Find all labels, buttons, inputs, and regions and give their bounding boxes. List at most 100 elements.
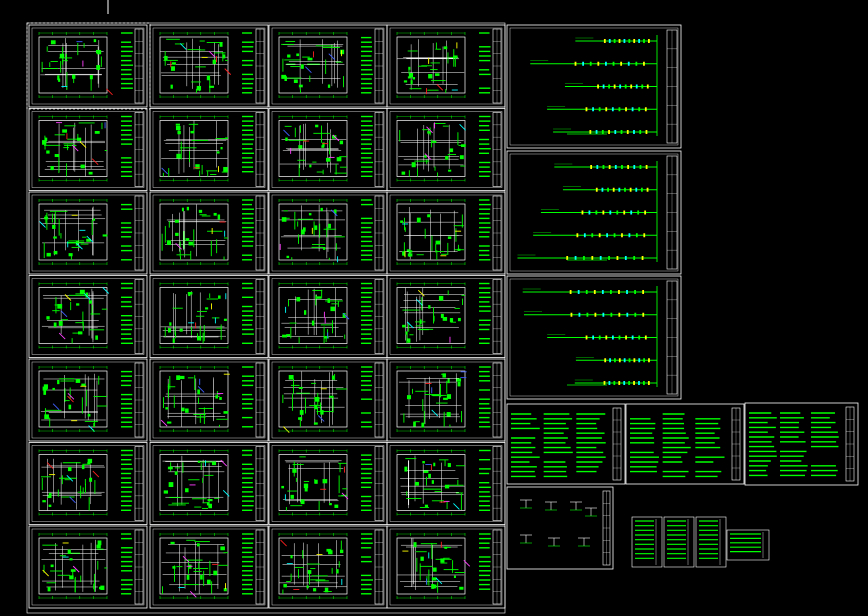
plan-outline: [159, 454, 229, 511]
floor-plan-sheet[interactable]: [268, 275, 388, 358]
floor-plan-sheet[interactable]: [268, 108, 388, 191]
fixture-mark: [209, 85, 215, 88]
floor-plan-sheet[interactable]: [386, 108, 506, 191]
floor-plan-sheet[interactable]: [28, 24, 148, 108]
valve-mark: [570, 312, 573, 317]
floor-plan-sheet[interactable]: [149, 358, 269, 442]
sheet-border: [28, 24, 148, 108]
legend-sheet[interactable]: [506, 403, 626, 485]
drawing-line: [67, 395, 74, 403]
valve-mark: [601, 187, 604, 192]
fixture-mark: [412, 77, 416, 80]
fixture-mark: [195, 164, 200, 170]
floor-plan-sheet[interactable]: [28, 191, 148, 275]
drawing-line: [220, 459, 228, 467]
sheet-inner-border: [389, 278, 503, 355]
system-diagram-sheet[interactable]: [506, 24, 682, 149]
mini-table-sheet[interactable]: [663, 516, 695, 568]
fixture-mark: [322, 479, 328, 484]
floor-plan-sheet[interactable]: [28, 525, 148, 609]
valve-mark: [593, 290, 596, 294]
fixture-mark: [449, 148, 454, 153]
floor-plan-sheet[interactable]: [149, 275, 269, 358]
drawing-line: [317, 415, 325, 422]
system-diagram-sheet[interactable]: [506, 150, 682, 275]
floor-plan-sheet[interactable]: [386, 525, 506, 609]
valve-mark: [647, 381, 650, 385]
drawing-line: [46, 462, 54, 469]
valve-mark: [638, 335, 641, 340]
fixture-mark: [174, 471, 178, 475]
valve-mark: [611, 335, 614, 340]
fixture-mark: [327, 298, 331, 303]
fixture-mark: [446, 394, 452, 399]
drawing-line: [102, 287, 110, 294]
detail-sheet[interactable]: [506, 486, 614, 570]
fixture-mark: [407, 338, 411, 343]
sheet-inner-border: [31, 445, 145, 522]
valve-mark: [591, 256, 594, 260]
fixture-mark: [98, 586, 102, 590]
floor-plan-sheet[interactable]: [149, 191, 269, 275]
fixture-mark: [404, 466, 408, 472]
fixture-mark: [164, 55, 168, 61]
floor-plan-sheet[interactable]: [149, 24, 269, 108]
floor-plan-sheet[interactable]: [28, 358, 148, 442]
valve-mark: [643, 39, 645, 43]
valve-mark: [602, 312, 605, 317]
fixture-mark: [402, 324, 406, 328]
plan-outline: [396, 120, 466, 177]
fixture-mark: [299, 410, 304, 415]
floor-plan-sheet[interactable]: [28, 442, 148, 525]
valve-mark: [626, 130, 629, 134]
mini-table-sheet[interactable]: [631, 516, 663, 568]
floor-plan-sheet[interactable]: [386, 442, 506, 525]
floor-plan-sheet[interactable]: [28, 108, 148, 191]
valve-mark: [644, 335, 647, 340]
sheet-border: [506, 403, 626, 485]
fixture-mark: [68, 253, 73, 257]
fixture-mark: [67, 549, 71, 555]
fixture-mark: [52, 224, 56, 229]
floor-plan-sheet[interactable]: [149, 108, 269, 191]
floor-plan-sheet[interactable]: [149, 442, 269, 525]
valve-mark: [608, 381, 611, 385]
fixture-mark: [435, 73, 440, 76]
fixture-mark: [81, 464, 85, 470]
fixture-mark: [327, 84, 331, 88]
valve-mark: [633, 381, 635, 385]
sheet-inner-border: [271, 27, 385, 105]
sheet-border: [506, 486, 614, 570]
fixture-mark: [444, 546, 448, 549]
mini-table-sheets: [631, 516, 770, 568]
sheet-border: [28, 275, 148, 358]
valve-mark: [611, 107, 614, 112]
mini-table-sheet[interactable]: [695, 516, 727, 568]
sheet-inner-border: [152, 111, 266, 188]
floor-plan-sheet[interactable]: [386, 191, 506, 275]
fixture-mark: [336, 569, 339, 574]
fixture-mark: [401, 171, 406, 175]
valve-mark: [643, 381, 645, 385]
drawing-line: [328, 53, 336, 61]
valve-mark: [628, 39, 631, 43]
legend-sheet[interactable]: [744, 402, 859, 486]
floor-plan-sheet[interactable]: [28, 275, 148, 358]
floor-plan-sheet[interactable]: [386, 275, 506, 358]
drawing-line: [332, 134, 340, 142]
mini-table-sheet[interactable]: [726, 529, 770, 561]
drawing-line: [64, 294, 72, 301]
plan-outline: [38, 36, 108, 94]
plan-outline: [38, 203, 108, 261]
floor-plan-sheet[interactable]: [149, 525, 269, 609]
fixture-mark: [457, 248, 461, 251]
system-diagram-sheet[interactable]: [506, 275, 682, 400]
legend-sheet[interactable]: [625, 403, 745, 485]
fixture-mark: [177, 130, 181, 135]
fixture-mark: [89, 75, 93, 80]
fixture-mark: [446, 412, 451, 417]
drawing-line: [58, 332, 66, 340]
valve-mark: [589, 61, 592, 66]
floor-plan-sheet[interactable]: [268, 24, 388, 108]
